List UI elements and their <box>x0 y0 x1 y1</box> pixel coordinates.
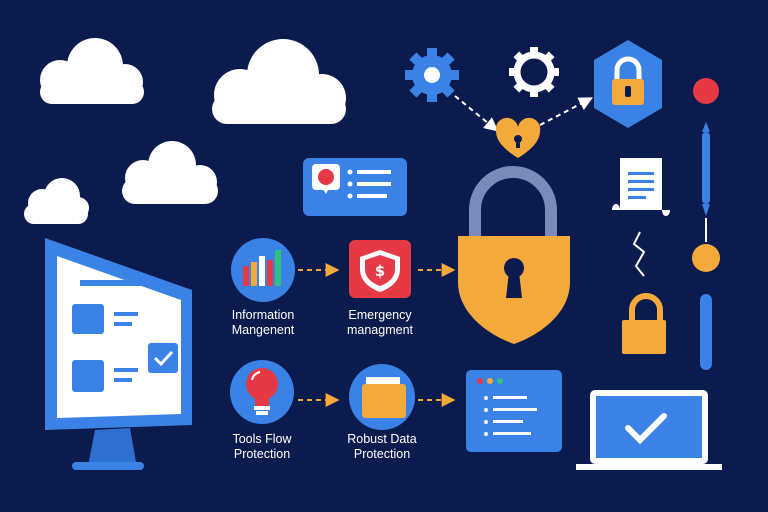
laptop-icon <box>576 390 722 470</box>
cloud-icon <box>24 178 89 224</box>
heart-lock-icon <box>495 117 541 158</box>
vertical-bar <box>702 132 710 204</box>
lightbulb-icon <box>230 360 294 424</box>
label-line: Protection <box>233 447 291 461</box>
flow-arrow <box>539 97 593 126</box>
label-line: Robust Data <box>347 432 417 446</box>
hexagon-lock-icon <box>594 40 662 128</box>
label-line: Protection <box>353 447 411 461</box>
info-management-label: Information Mangenent <box>228 308 298 338</box>
label-line: Mangenent <box>231 323 295 337</box>
vertical-bar <box>700 294 712 370</box>
emergency-management-label: Emergency managment <box>340 308 420 338</box>
robust-data-label: Robust Data Protection <box>340 432 424 462</box>
red-dot-icon <box>693 78 719 104</box>
svg-text:$: $ <box>375 262 385 280</box>
bar-chart-icon <box>231 238 295 302</box>
small-padlock-icon <box>622 293 666 354</box>
cloud-icon <box>212 39 346 124</box>
label-line: Tools Flow <box>232 432 292 446</box>
document-icon <box>612 158 670 216</box>
connector-line <box>632 231 646 277</box>
tools-flow-label: Tools Flow Protection <box>222 432 302 462</box>
message-card-icon <box>303 158 407 216</box>
cloud-icon <box>40 38 144 104</box>
label-line: managment <box>346 323 413 337</box>
dollar-shield-icon: $ <box>349 240 411 298</box>
label-line: Emergency <box>348 308 412 322</box>
desktop-monitor-icon <box>45 238 192 470</box>
folder-icon <box>349 364 415 430</box>
flow-arrow <box>454 95 499 132</box>
cloud-icon <box>122 141 218 204</box>
label-line: Information <box>231 308 295 322</box>
gear-icon <box>509 47 559 97</box>
orange-dot-icon <box>692 244 720 272</box>
code-window-icon <box>466 370 562 452</box>
padlock-shield-icon <box>458 166 570 344</box>
gear-icon <box>405 48 459 102</box>
